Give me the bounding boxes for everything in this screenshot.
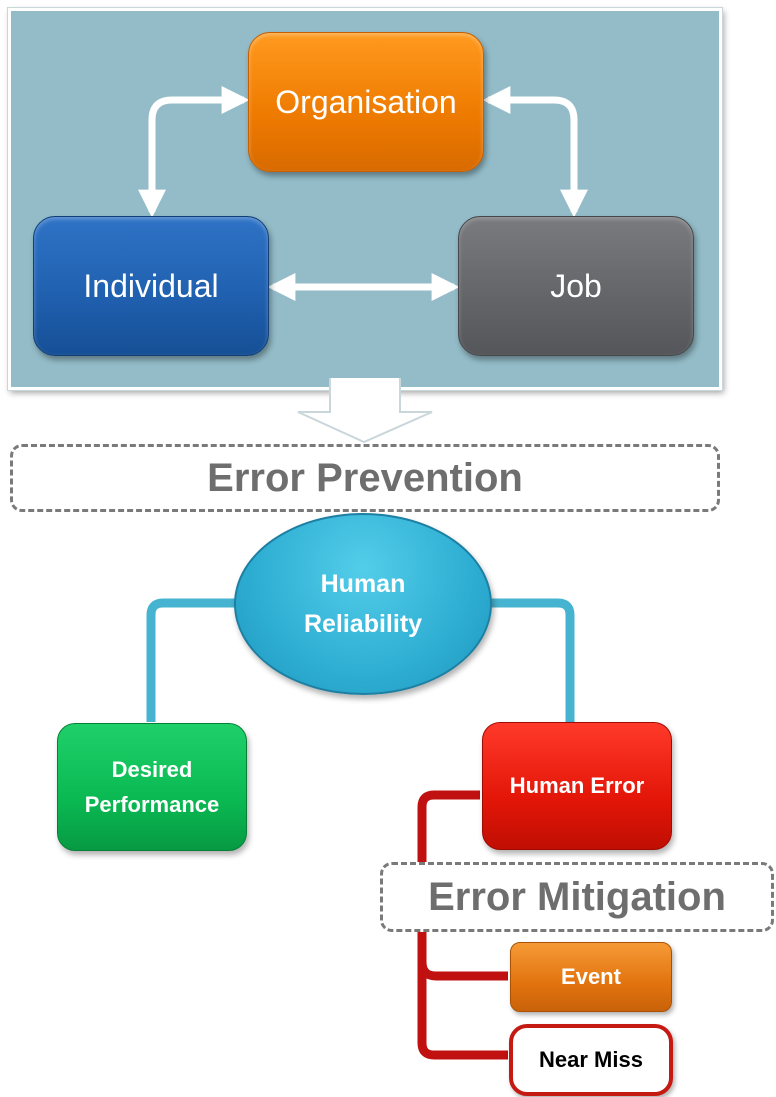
human-reliability-ellipse: Human Reliability [234,513,492,695]
branch-to-desired-performance [146,598,236,722]
job-box: Job [458,216,694,356]
organisation-box: Organisation [248,32,484,172]
near-miss-box: Near Miss [509,1024,673,1096]
desired-performance-line-1: Desired [111,757,193,782]
down-arrow [297,378,433,444]
error-prevention-label: Error Prevention [207,455,523,500]
arrow-organisation-job [482,86,588,218]
organisation-label: Organisation [275,83,457,120]
desired-performance-box: Desired Performance [57,723,247,851]
branch-to-human-error [490,598,575,722]
arrow-organisation-individual [138,86,250,218]
individual-label: Individual [83,267,219,304]
error-prevention-label-box: Error Prevention [10,444,720,512]
error-mitigation-label-box: Error Mitigation [380,862,774,932]
human-reliability-line-2: Reliability [303,610,423,638]
human-error-box: Human Error [482,722,672,850]
individual-box: Individual [33,216,269,356]
human-error-label: Human Error [509,773,645,798]
event-label: Event [561,964,621,989]
bracket-to-event [417,961,508,981]
desired-performance-line-2: Performance [84,792,220,817]
job-label: Job [550,267,602,304]
human-reliability-line-1: Human [320,570,406,598]
near-miss-label: Near Miss [539,1047,643,1072]
error-mitigation-label: Error Mitigation [428,874,726,919]
event-box: Event [510,942,672,1012]
